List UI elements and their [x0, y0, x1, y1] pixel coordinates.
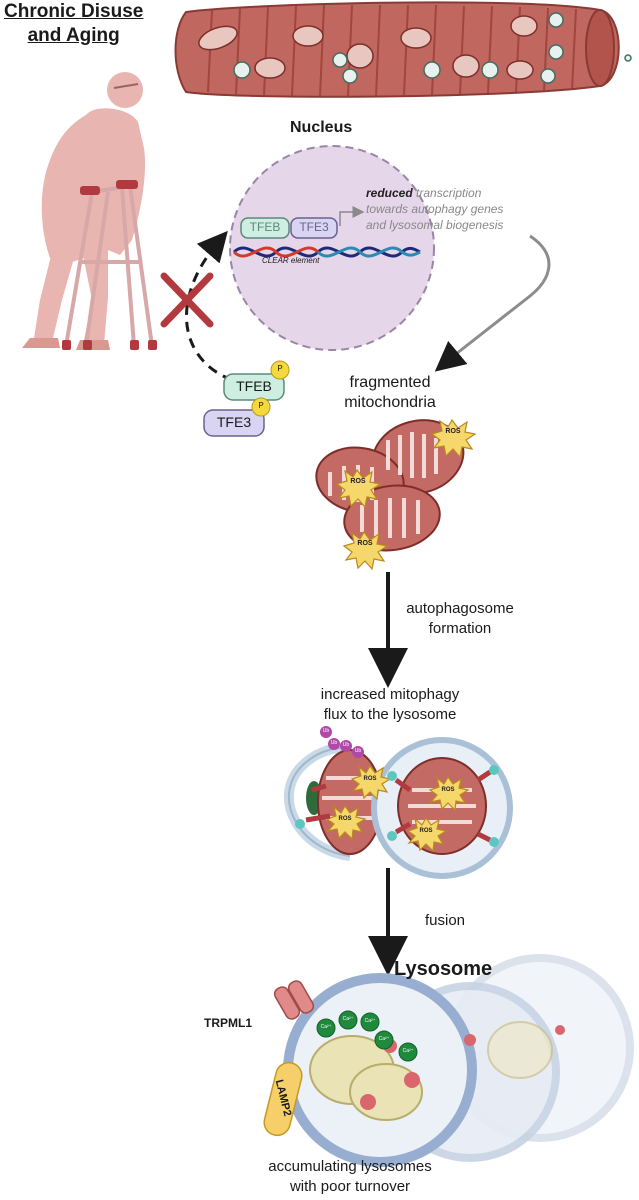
- phospho-tfe3-label: P: [258, 401, 264, 410]
- ub-label-1: Ub: [322, 728, 330, 734]
- ca-label-1: Ca²⁺: [320, 1024, 332, 1030]
- lysosome-title: Lysosome: [394, 958, 493, 980]
- lamp2-protein: [263, 1061, 303, 1137]
- ros-label-5: ROS: [338, 816, 352, 822]
- ros-label-1: ROS: [445, 428, 461, 435]
- reduced-rest: transcription: [412, 186, 482, 200]
- lysosomes: [263, 954, 634, 1167]
- ca-label-4: Ca²⁺: [378, 1036, 390, 1042]
- calcium-ions: [316, 1010, 418, 1062]
- trpml1-channel: [273, 980, 315, 1020]
- ub-label-4: Ub: [354, 748, 362, 754]
- cytoplasmic-tfeb-tfe3: [203, 360, 290, 437]
- title-line1: Chronic Disuse: [4, 1, 144, 22]
- ros-burst: [325, 764, 470, 853]
- clear-element-label: CLEAR element: [262, 256, 320, 265]
- caption-line1: accumulating lysosomes: [268, 1158, 432, 1175]
- ros-label-4: ROS: [363, 776, 377, 782]
- fragmented-line1: fragmented: [349, 374, 431, 391]
- title-line2: and Aging: [27, 25, 120, 46]
- dna-helix: [232, 246, 421, 258]
- cyto-tfe3-label: TFE3: [216, 414, 252, 430]
- reduced-bold: reduced: [366, 186, 413, 200]
- autophagosomes: [284, 726, 513, 879]
- reduced-transcription-line3: and lysosomal biogenesis: [366, 218, 504, 232]
- nucleus: [229, 145, 435, 351]
- blocked-x-icon: [160, 272, 214, 328]
- elderly-person-icon: [22, 72, 157, 350]
- ubiquitin-chain: [320, 726, 364, 758]
- fragmented-line2: mitochondria: [344, 394, 436, 411]
- fusion-label: fusion: [424, 912, 466, 929]
- autophagosome-line2: formation: [428, 620, 492, 637]
- arrow-to-mitochondria: [434, 340, 468, 372]
- muscle-lysosomes: [233, 12, 632, 84]
- ros-label-3: ROS: [357, 540, 373, 547]
- ub-label-3: Ub: [342, 742, 350, 748]
- ros-label-7: ROS: [419, 828, 433, 834]
- autophagosome-line1: autophagosome: [406, 600, 514, 617]
- trpml1-label: TRPML1: [204, 1016, 252, 1030]
- ca-label-3: Ca²⁺: [364, 1018, 376, 1024]
- ros-burst: [335, 418, 477, 571]
- gray-curve: [455, 234, 551, 356]
- ca-label-5: Ca²⁺: [402, 1048, 414, 1054]
- nucleus-tfe3-label: TFE3: [299, 220, 329, 234]
- muscle-fiber: [174, 1, 632, 98]
- mitophagy-line1: increased mitophagy: [320, 686, 460, 703]
- caption-line2: with poor turnover: [289, 1178, 411, 1195]
- fragmented-mitochondria: [315, 418, 477, 571]
- nucleus-label: Nucleus: [290, 119, 353, 136]
- nuclear-import-arrow: [185, 230, 233, 382]
- transcription-arrow: [339, 206, 365, 226]
- cyto-tfeb-label: TFEB: [236, 378, 272, 394]
- phospho-tfeb-label: P: [277, 364, 283, 373]
- nucleus-tfeb-label: TFEB: [249, 220, 281, 234]
- figure-title: Chronic Disuse and Aging: [4, 0, 143, 48]
- reduced-transcription-line1: reduced transcription: [366, 186, 481, 200]
- mitophagy-line2: flux to the lysosome: [323, 706, 457, 723]
- ca-label-2: Ca²⁺: [342, 1016, 354, 1022]
- muscle-mitochondria: [198, 15, 538, 80]
- ros-label-6: ROS: [441, 787, 455, 793]
- ros-label-2: ROS: [350, 478, 366, 485]
- reduced-transcription-line2: towards autophagy genes: [366, 202, 504, 216]
- ub-label-2: Ub: [330, 740, 338, 746]
